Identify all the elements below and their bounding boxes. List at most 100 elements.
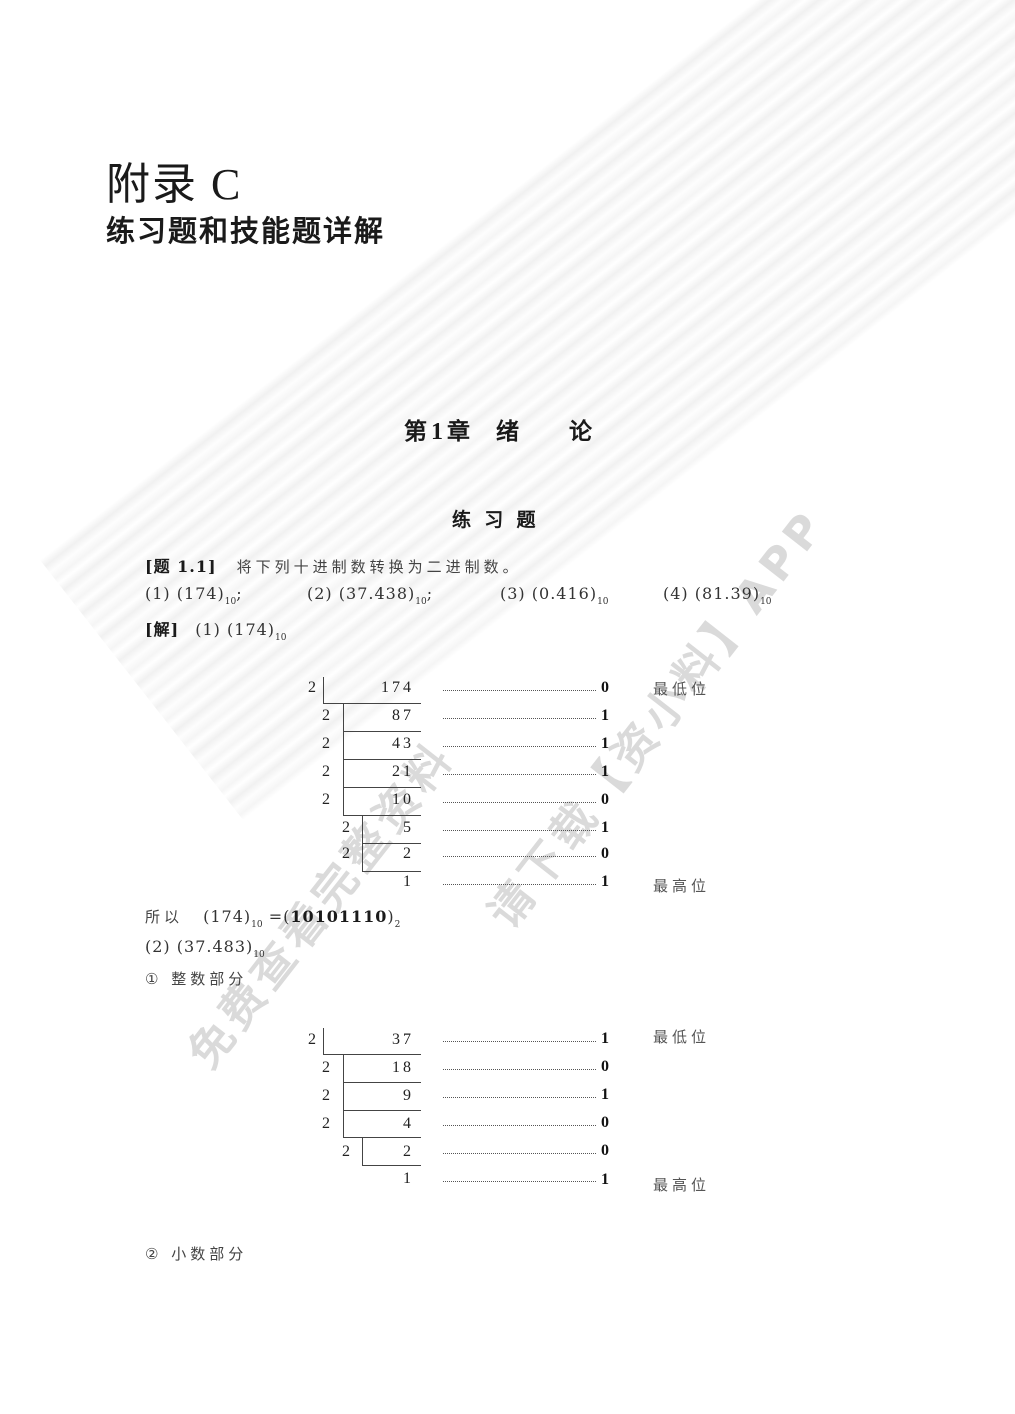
dividend: 2	[403, 1143, 414, 1160]
dotted-leader	[443, 690, 596, 691]
divisor: 2	[322, 763, 333, 780]
dotted-leader	[443, 746, 596, 747]
watermark-brush-band	[40, 0, 1015, 821]
division-bracket	[362, 1137, 363, 1165]
part1-value: (174)	[227, 620, 276, 639]
remainder: 0	[601, 1142, 609, 1159]
dotted-leader	[443, 1125, 596, 1126]
result-binary: 10101110	[290, 907, 388, 926]
divisor: 2	[308, 1031, 319, 1048]
lsb-label: 最低位	[653, 680, 711, 698]
msb-label: 最高位	[653, 877, 711, 895]
dividend: 174	[381, 679, 414, 696]
dotted-leader	[443, 1153, 596, 1154]
dividend: 87	[392, 707, 414, 724]
part2-label: (2)	[145, 937, 171, 956]
paren-open: (	[283, 907, 291, 926]
item-label: (4)	[663, 584, 689, 603]
divisor: 2	[322, 1115, 333, 1132]
dotted-leader	[443, 1069, 596, 1070]
item-sep: ;	[236, 584, 243, 603]
dividend: 1	[403, 873, 414, 890]
remainder: 1	[601, 1086, 609, 1103]
division-rule	[343, 1110, 421, 1111]
division-rule	[362, 843, 421, 844]
chapter-prefix: 第	[404, 419, 427, 445]
remainder: 1	[601, 707, 609, 724]
result-174: 所以 (174)10 =(10101110)2	[145, 906, 400, 930]
problem-item-1: (1) (174)10;	[145, 584, 243, 607]
remainder: 1	[601, 735, 609, 752]
divisor: 2	[342, 845, 353, 862]
dotted-leader	[443, 1181, 596, 1182]
result-equals: =	[268, 907, 284, 926]
remainder: 0	[601, 1114, 609, 1131]
divisor: 2	[322, 1059, 333, 1076]
part1-base: 10	[275, 633, 287, 643]
problem-item-4: (4) (81.39)10	[663, 584, 772, 607]
division-rule	[343, 759, 421, 760]
msb-label: 最高位	[653, 1176, 711, 1194]
result-prefix: 所以	[145, 908, 184, 926]
dotted-leader	[443, 856, 596, 857]
divisor: 2	[342, 819, 353, 836]
item-base: 10	[597, 597, 609, 607]
remainder: 0	[601, 845, 609, 862]
dotted-leader	[443, 884, 596, 885]
part2-base: 10	[253, 950, 265, 960]
watermark-text-line-2: 请下载【资小料】APP	[478, 499, 837, 939]
chapter-name-2: 论	[569, 419, 592, 445]
item-value: (81.39)	[694, 584, 761, 603]
dividend: 10	[392, 791, 414, 808]
result-lhs: (174)	[203, 907, 252, 926]
dotted-leader	[443, 774, 596, 775]
division-rule	[323, 1054, 421, 1055]
problem-statement: 将下列十进制数转换为二进制数。	[236, 558, 522, 576]
division-bracket	[323, 1028, 324, 1054]
item-label: (3)	[500, 584, 526, 603]
item-value: (174)	[176, 584, 225, 603]
remainder: 1	[601, 763, 609, 780]
item-value: (37.438)	[338, 584, 416, 603]
paren-close: )	[387, 907, 395, 926]
dividend: 1	[403, 1170, 414, 1187]
dividend: 43	[392, 735, 414, 752]
remainder: 1	[601, 819, 609, 836]
part2-heading: (2) (37.483)10	[145, 937, 265, 960]
part1-label: (1)	[195, 620, 221, 639]
item-value: (0.416)	[531, 584, 598, 603]
division-rule	[362, 1165, 421, 1166]
fraction-part-label: ② 小数部分	[145, 1245, 248, 1263]
dividend: 21	[392, 763, 414, 780]
problem-statement-line: [题 1.1] 将下列十进制数转换为二进制数。	[145, 553, 522, 577]
appendix-subtitle: 练习题和技能题详解	[106, 214, 386, 248]
division-bracket	[343, 1054, 344, 1137]
division-rule	[343, 787, 421, 788]
solution-label: [解]	[145, 620, 180, 639]
divisor: 2	[308, 679, 319, 696]
dotted-leader	[443, 1097, 596, 1098]
remainder: 0	[601, 791, 609, 808]
item-base: 10	[415, 597, 427, 607]
dotted-leader	[443, 802, 596, 803]
dividend: 2	[403, 845, 414, 862]
problem-label: [题 1.1]	[145, 557, 217, 576]
dividend: 4	[403, 1115, 414, 1132]
chapter-number: 1	[431, 419, 443, 445]
problem-item-3: (3) (0.416)10	[500, 584, 609, 607]
integer-part-label: ① 整数部分	[145, 970, 248, 988]
dividend: 5	[403, 819, 414, 836]
lsb-label: 最低位	[653, 1028, 711, 1046]
section-title: 练 习 题	[452, 509, 536, 531]
item-sep: ;	[426, 584, 434, 603]
dividend: 9	[403, 1087, 414, 1104]
remainder: 1	[601, 1171, 609, 1188]
watermark-text-line-1: 免费查看完整资料	[178, 731, 466, 1079]
dotted-leader	[443, 718, 596, 719]
division-rule	[343, 731, 421, 732]
division-rule	[343, 815, 421, 816]
problem-item-2: (2) (37.438)10;	[307, 584, 433, 607]
solution-heading: [解] (1) (174)10	[145, 616, 287, 643]
remainder: 1	[601, 873, 609, 890]
result-lhs-base: 10	[251, 920, 263, 930]
